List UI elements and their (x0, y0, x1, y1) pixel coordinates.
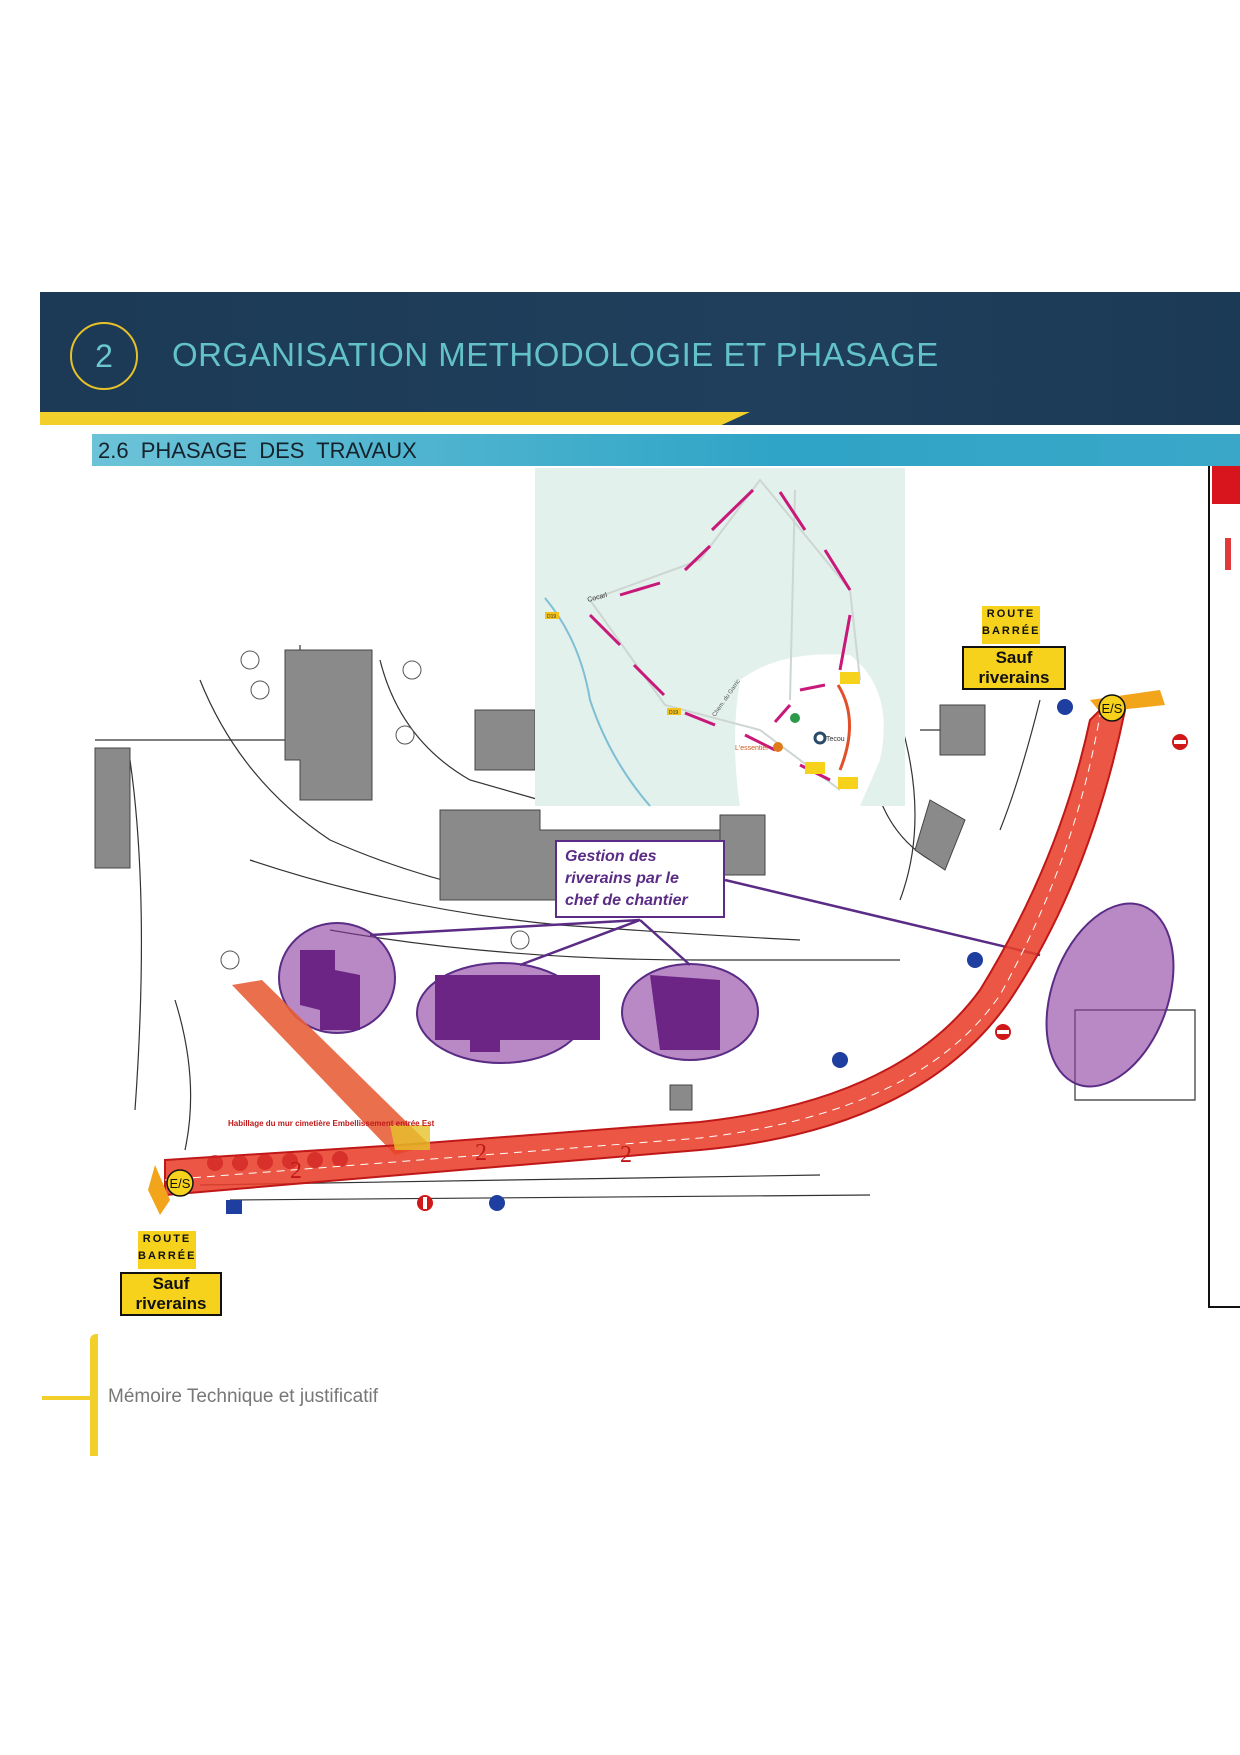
page-edge-red-mark (1225, 538, 1231, 570)
svg-text:E/S: E/S (170, 1176, 191, 1191)
page-edge-red-block (1212, 466, 1240, 504)
entry-exit-markers: E/S E/S (166, 694, 1126, 1197)
svg-text:E/S: E/S (1102, 701, 1123, 716)
direction-sign-icon (1057, 699, 1073, 715)
direction-sign-icon (967, 952, 983, 968)
traffic-signs (226, 699, 1188, 1214)
direction-sign-icon (489, 1195, 505, 1211)
section-title-text: PHASAGE DES TRAVAUX (140, 438, 417, 463)
page-edge-line (1208, 466, 1210, 1308)
footer-accent-bar (90, 1334, 98, 1456)
phase-label: 2 (475, 1140, 487, 1166)
section-number: 2.6 (98, 438, 129, 463)
direction-arrow-sign-icon (226, 1200, 242, 1214)
zone-buildings (300, 950, 720, 1052)
svg-text:D19: D19 (547, 614, 556, 620)
road-works (148, 690, 1165, 1215)
section-title: 2.6 PHASAGE DES TRAVAUX (98, 438, 417, 464)
chapter-number-badge: 2 (70, 322, 138, 390)
direction-sign-icon (832, 1052, 848, 1068)
trees (220, 650, 530, 970)
page-edge-line-bottom (1208, 1306, 1240, 1308)
inset-map: Cocarl D19 D19 Chem. du Garric Tecou L'e… (535, 468, 905, 807)
svg-text:D19: D19 (669, 710, 678, 716)
chapter-header-band (40, 292, 1240, 425)
section-header-band (92, 434, 1240, 466)
header-accent-stripe (40, 412, 750, 425)
svg-text:Tecou: Tecou (826, 736, 845, 743)
phase-label: 2 (620, 1142, 632, 1168)
resident-zone-4 (1045, 902, 1175, 1088)
callout-leaders (369, 878, 1041, 967)
svg-text:L'essentiel: L'essentiel (735, 745, 768, 752)
resident-zones (278, 902, 1175, 1088)
footer-accent-line (42, 1396, 94, 1400)
chapter-title: ORGANISATION METHODOLOGIE ET PHASAGE (172, 336, 939, 373)
inset-road-closed-signs (805, 672, 860, 789)
footer-text: Mémoire Technique et justificatif (108, 1386, 378, 1407)
phase-label: 2 (290, 1158, 302, 1184)
annotation-label: Habillage du mur cimetière Embellissemen… (228, 1119, 435, 1128)
resident-management-callout: Gestion des riverains par le chef de cha… (555, 840, 725, 918)
